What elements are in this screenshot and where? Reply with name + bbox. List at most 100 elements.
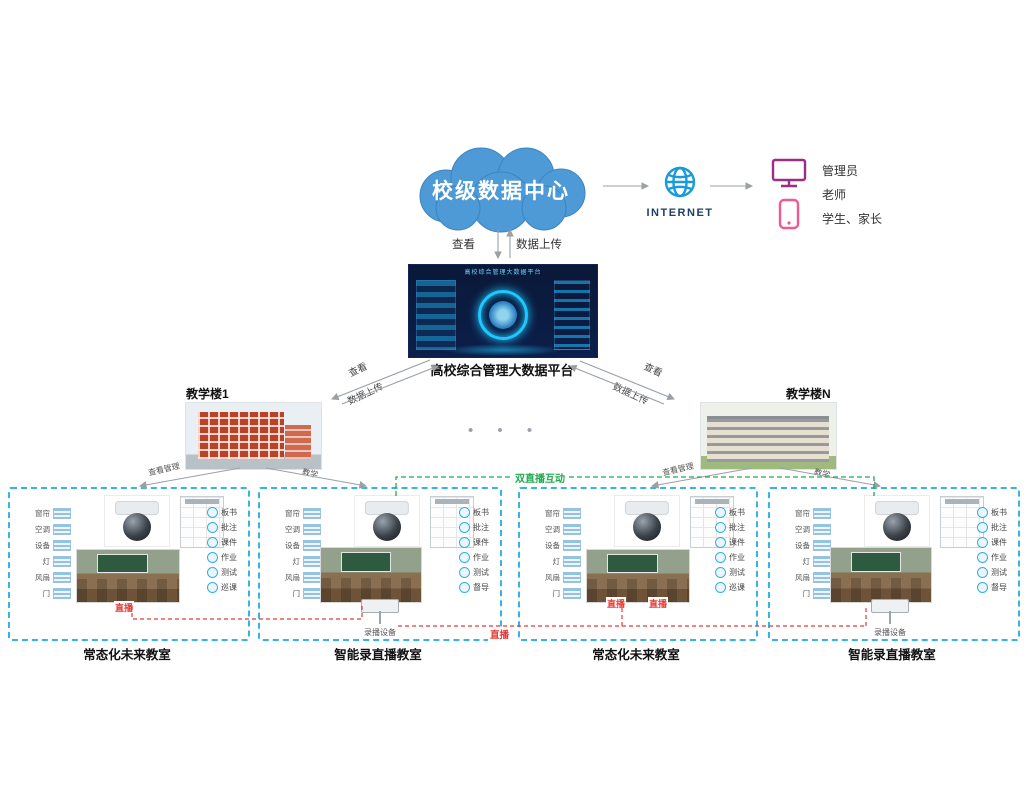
classroom-group-2: 窗帘空调设备灯风扇门 录播设备 板书批注课件作业测试督导 bbox=[258, 487, 502, 641]
ellipsis-dots: • • • bbox=[468, 422, 543, 439]
device-item: 窗帘 bbox=[775, 508, 831, 519]
group-2-caption: 智能录直播教室 bbox=[334, 648, 422, 662]
feature-item: 测试 bbox=[715, 567, 751, 578]
dome-camera-image bbox=[104, 495, 170, 547]
recorder-label: 录播设备 bbox=[874, 628, 906, 637]
right-link-view-label: 查看 bbox=[641, 361, 664, 380]
live-tag: 直播 bbox=[114, 601, 135, 614]
feature-list: 板书批注课件作业测试督导 bbox=[459, 503, 495, 597]
building-n-image bbox=[700, 402, 837, 470]
dome-camera-image bbox=[354, 495, 420, 547]
device-item: 窗帘 bbox=[525, 508, 581, 519]
user-label-admin: 管理员 bbox=[822, 164, 859, 178]
device-item: 风扇 bbox=[265, 572, 321, 583]
feature-item: 测试 bbox=[207, 567, 243, 578]
user-label-teacher: 老师 bbox=[822, 188, 847, 202]
classroom-photo bbox=[320, 547, 422, 603]
feature-item: 作业 bbox=[715, 552, 751, 563]
feature-item: 批注 bbox=[459, 522, 495, 533]
device-item: 灯 bbox=[775, 556, 831, 567]
live-tag: 直播 bbox=[606, 597, 627, 610]
device-list: 窗帘空调设备灯风扇门 bbox=[775, 503, 831, 604]
feature-item: 批注 bbox=[715, 522, 751, 533]
data-center-label: 校级数据中心 bbox=[432, 180, 570, 203]
control-panel-image bbox=[940, 496, 984, 548]
data-center-cloud: 校级数据中心 bbox=[396, 138, 606, 238]
cloud-link-upload-label: 数据上传 bbox=[516, 239, 562, 251]
feature-item: 板书 bbox=[207, 507, 243, 518]
cloud-shape bbox=[419, 147, 586, 233]
device-list: 窗帘空调设备灯风扇门 bbox=[265, 503, 321, 604]
recorder-device-image bbox=[858, 599, 922, 627]
left-link-upload-label: 数据上传 bbox=[346, 381, 386, 408]
device-item: 风扇 bbox=[15, 572, 71, 583]
device-item: 风扇 bbox=[525, 572, 581, 583]
device-item: 门 bbox=[525, 588, 581, 599]
control-panel-image bbox=[180, 496, 224, 548]
device-item: 设备 bbox=[525, 540, 581, 551]
device-list: 窗帘空调设备灯风扇门 bbox=[15, 503, 71, 604]
platform-screen-title: 高校综合管理大数据平台 bbox=[464, 270, 542, 276]
classroom-photo bbox=[830, 547, 932, 603]
feature-item: 板书 bbox=[459, 507, 495, 518]
feature-item: 巡课 bbox=[207, 582, 243, 593]
cloud-link-view-label: 查看 bbox=[452, 239, 475, 251]
group-1-caption: 常态化未来教室 bbox=[83, 648, 171, 662]
classroom-group-3: 窗帘空调设备灯风扇门 直播 直播 板书批注课件作业测试巡课 bbox=[518, 487, 758, 641]
recorder-device-image bbox=[348, 599, 412, 627]
dome-camera-image bbox=[864, 495, 930, 547]
device-item: 灯 bbox=[15, 556, 71, 567]
feature-list: 板书批注课件作业测试巡课 bbox=[715, 503, 751, 597]
left-link-view-label: 查看 bbox=[347, 361, 370, 380]
device-item: 灯 bbox=[265, 556, 321, 567]
building-1-manage-label: 查看管理 bbox=[147, 461, 181, 478]
device-item: 空调 bbox=[15, 524, 71, 535]
internet-label: INTERNET bbox=[646, 207, 714, 219]
phone-icon bbox=[778, 198, 800, 230]
device-item: 门 bbox=[775, 588, 831, 599]
live-tag: 直播 bbox=[648, 597, 669, 610]
device-item: 设备 bbox=[15, 540, 71, 551]
dashboard-left-charts bbox=[416, 280, 456, 350]
feature-item: 批注 bbox=[207, 522, 243, 533]
feature-item: 课件 bbox=[207, 537, 243, 548]
building-1-label: 教学楼1 bbox=[186, 387, 229, 401]
classroom-group-1: 窗帘空调设备灯风扇门 直播 板书批注课件作业测试巡课 bbox=[8, 487, 250, 641]
device-item: 门 bbox=[265, 588, 321, 599]
classroom-group-4: 窗帘空调设备灯风扇门 录播设备 板书批注课件作业测试督导 bbox=[768, 487, 1020, 641]
feature-item: 板书 bbox=[977, 507, 1013, 518]
feature-item: 课件 bbox=[977, 537, 1013, 548]
classroom-photo bbox=[76, 549, 180, 603]
device-item: 窗帘 bbox=[265, 508, 321, 519]
building-1-teach-label: 教学 bbox=[301, 467, 319, 480]
feature-list: 板书批注课件作业测试巡课 bbox=[207, 503, 243, 597]
building-n-teach-label: 教学 bbox=[813, 467, 831, 480]
feature-item: 测试 bbox=[459, 567, 495, 578]
feature-item: 巡课 bbox=[715, 582, 751, 593]
device-list: 窗帘空调设备灯风扇门 bbox=[525, 503, 581, 604]
building-n-manage-label: 查看管理 bbox=[661, 461, 695, 478]
feature-item: 课件 bbox=[459, 537, 495, 548]
device-item: 窗帘 bbox=[15, 508, 71, 519]
building-1-image bbox=[185, 402, 322, 470]
dome-camera-image bbox=[614, 495, 680, 547]
feature-item: 作业 bbox=[977, 552, 1013, 563]
group-3-caption: 常态化未来教室 bbox=[592, 648, 680, 662]
device-item: 门 bbox=[15, 588, 71, 599]
building-1-block bbox=[198, 412, 284, 459]
feature-item: 测试 bbox=[977, 567, 1013, 578]
group-4-caption: 智能录直播教室 bbox=[848, 648, 936, 662]
feature-item: 督导 bbox=[459, 582, 495, 593]
classroom-photo bbox=[586, 549, 690, 603]
feature-list: 板书批注课件作业测试督导 bbox=[977, 503, 1013, 597]
device-item: 空调 bbox=[525, 524, 581, 535]
feature-item: 课件 bbox=[715, 537, 751, 548]
device-item: 设备 bbox=[265, 540, 321, 551]
device-item: 空调 bbox=[775, 524, 831, 535]
building-n-block bbox=[707, 416, 829, 462]
building-n-label: 教学楼N bbox=[786, 387, 831, 401]
building-1-annex bbox=[285, 425, 311, 459]
dashboard-center-ring bbox=[478, 289, 528, 340]
